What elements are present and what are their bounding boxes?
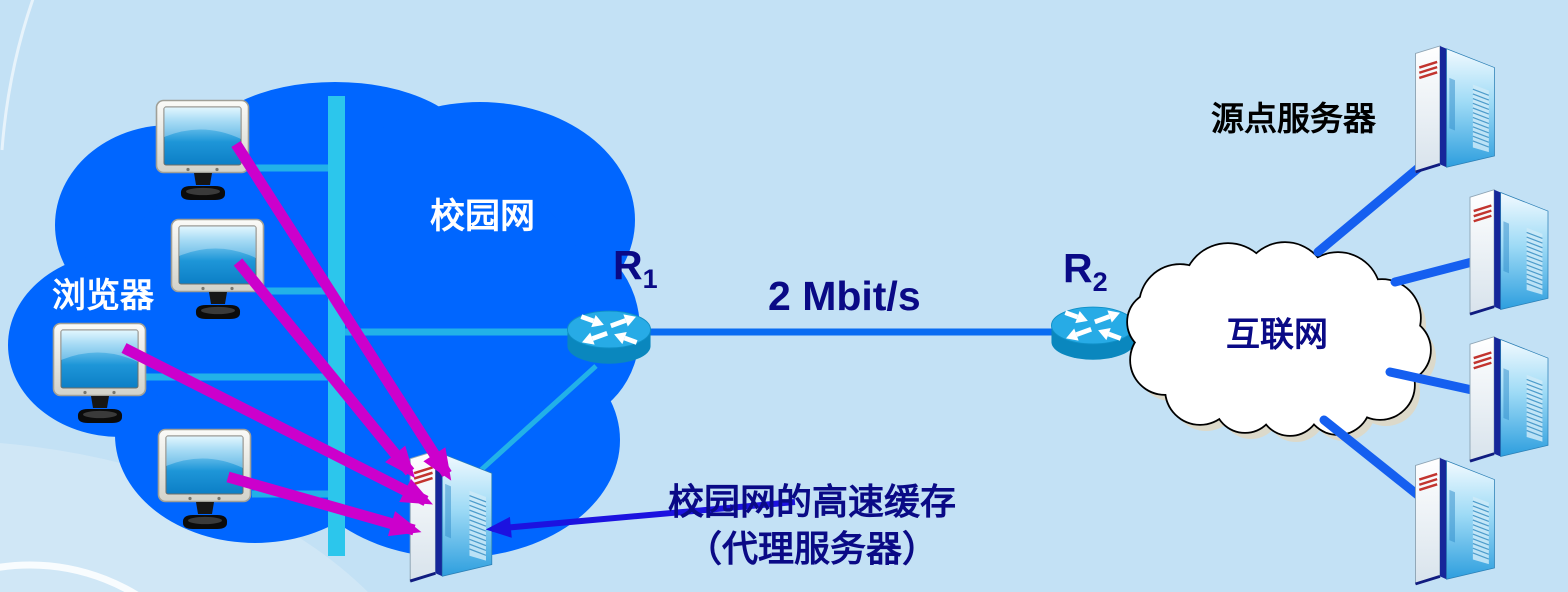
cache-callout-line2: （代理服务器）: [685, 528, 938, 569]
request-arrows: [121, 141, 452, 537]
server-icon-origin-2: [1468, 188, 1550, 316]
router-icon-r2: [1050, 306, 1136, 361]
browsers-label: 浏览器: [52, 277, 154, 315]
request-arrow: [121, 343, 433, 506]
request-arrow: [226, 471, 422, 537]
server-icon-origin-4: [1414, 456, 1496, 586]
router-icon-r1: [566, 310, 652, 365]
cache-callout-arrow: [485, 499, 796, 538]
cache-callout-label: 校园网的高速缓存 （代理服务器）: [632, 478, 992, 572]
origin-server-links: [1313, 155, 1477, 505]
server-icon-origin-3: [1468, 335, 1550, 463]
campus-network-label: 校园网: [430, 197, 536, 236]
router-r2-label: R2: [1063, 245, 1108, 298]
cache-callout-line1: 校园网的高速缓存: [667, 481, 956, 522]
origin-servers-label: 源点服务器: [1211, 100, 1376, 137]
request-arrow: [231, 141, 452, 481]
server-icon-origin-1: [1414, 44, 1496, 174]
request-arrow: [233, 258, 415, 479]
router-r1-label: R1: [613, 242, 658, 295]
link-speed-label: 2 Mbit/s: [768, 273, 921, 319]
lan-backbone-bar: [328, 96, 345, 556]
internet-label: 互联网: [1226, 316, 1328, 354]
